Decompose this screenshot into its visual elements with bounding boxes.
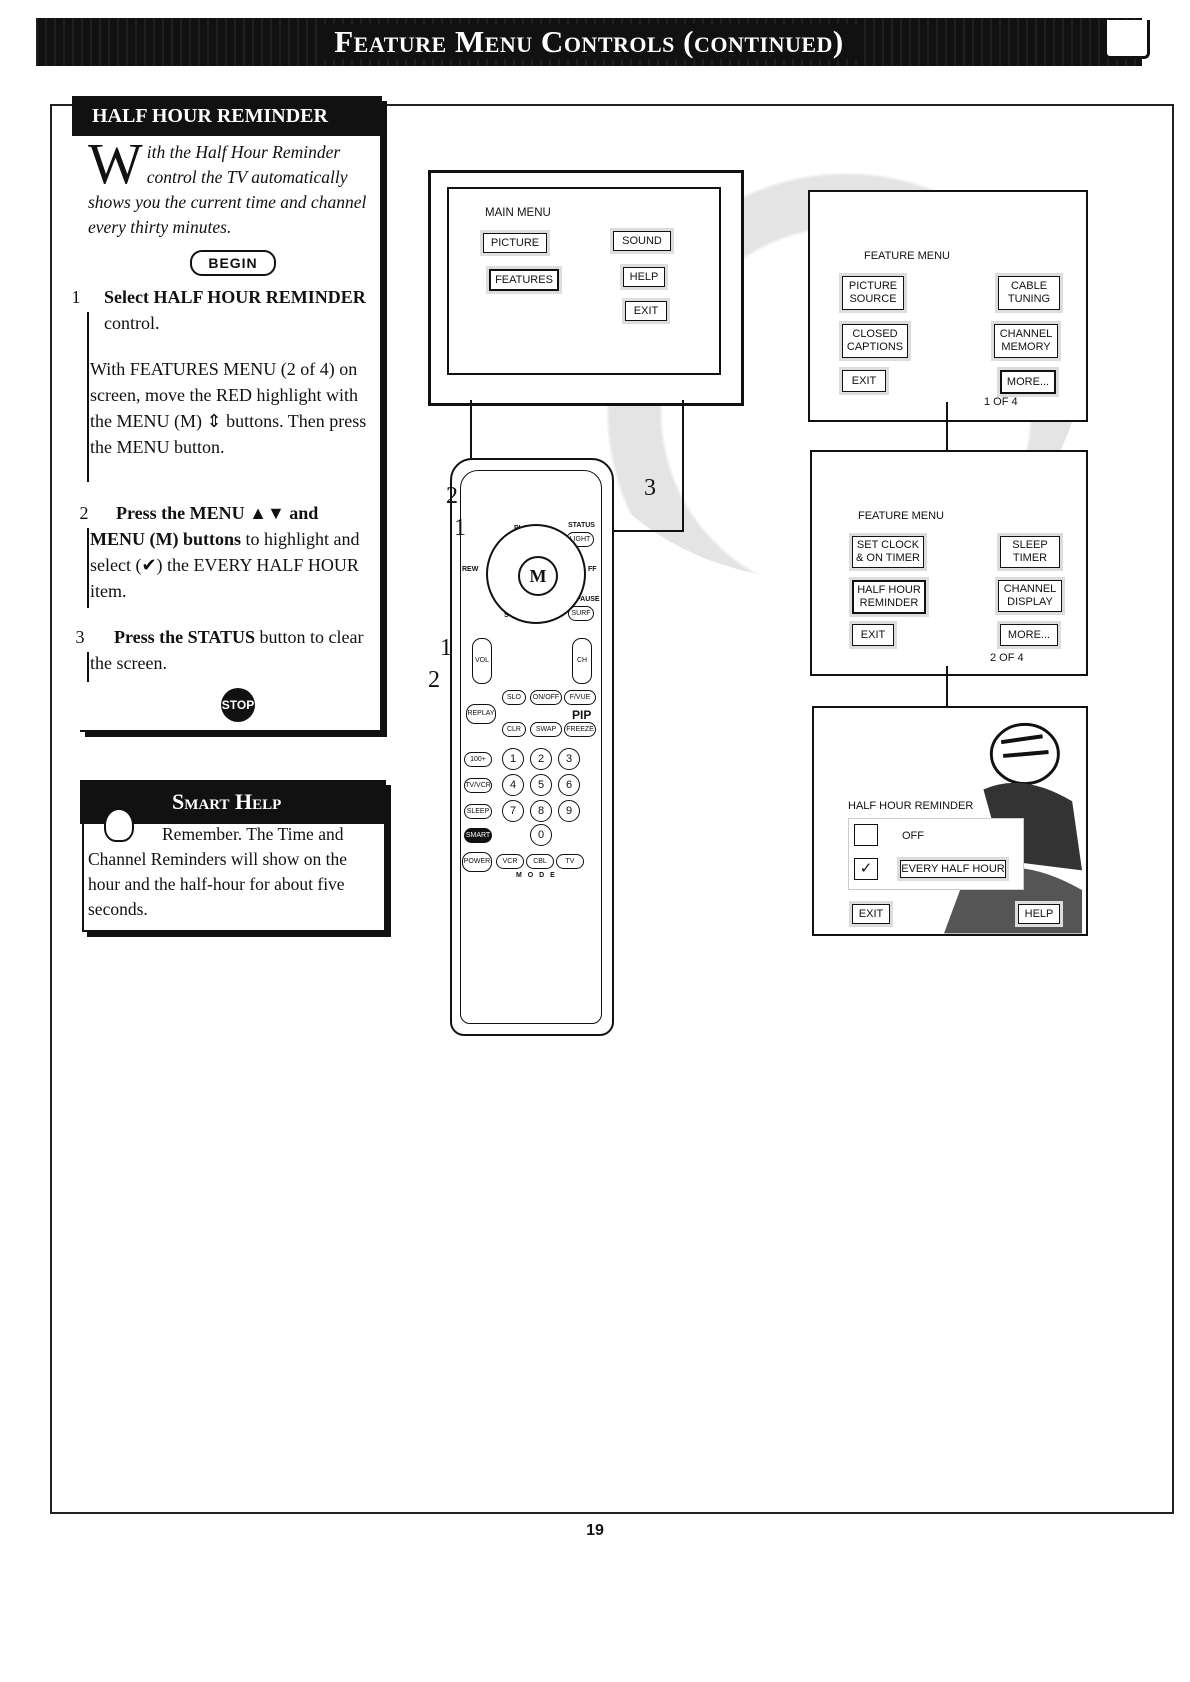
off-option[interactable]: OFF xyxy=(902,830,924,842)
corner-tab xyxy=(1104,20,1150,59)
freeze-button[interactable]: FREEZE xyxy=(564,722,596,737)
clr-button[interactable]: CLR xyxy=(502,722,526,737)
panel-3-exit-button[interactable]: EXIT xyxy=(852,904,890,924)
channel-display-button[interactable]: CHANNEL DISPLAY xyxy=(998,580,1062,612)
main-menu-title: MAIN MENU xyxy=(485,207,551,219)
digit-9-button[interactable]: 9 xyxy=(558,800,580,822)
closed-captions-button[interactable]: CLOSED CAPTIONS xyxy=(842,324,908,358)
panel-1-exit-button[interactable]: EXIT xyxy=(842,370,886,392)
smart-help-text: Remember. The Time and Channel Reminders… xyxy=(88,824,348,919)
mode-label: M O D E xyxy=(516,872,557,879)
rew-label: REW xyxy=(462,566,479,573)
menu-m-button[interactable]: M xyxy=(518,556,558,596)
half-hour-reminder-button[interactable]: HALF HOUR REMINDER xyxy=(852,580,926,614)
digit-8-button[interactable]: 8 xyxy=(530,800,552,822)
cable-tuning-button[interactable]: CABLE TUNING xyxy=(998,276,1060,310)
every-half-hour-option[interactable]: EVERY HALF HOUR xyxy=(900,860,1006,878)
half-hour-reminder-panel: HALF HOUR REMINDER OFF ✓ EVERY HALF HOUR… xyxy=(812,706,1088,936)
half-hour-reminder-title: HALF HOUR REMINDER xyxy=(72,96,382,136)
callout-3: 3 xyxy=(630,468,670,508)
panel-1-page-indicator: 1 OF 4 xyxy=(984,396,1018,408)
replay-button[interactable]: REPLAY xyxy=(466,704,496,724)
begin-badge: BEGIN xyxy=(190,250,276,276)
f-vue-button[interactable]: F/VUE xyxy=(564,690,596,705)
panel-2-title: FEATURE MENU xyxy=(858,510,944,522)
panel-1-title: FEATURE MENU xyxy=(864,250,950,262)
cbl-mode-button[interactable]: CBL xyxy=(526,854,554,869)
step-1-detail: With FEATURES MENU (2 of 4) on screen, m… xyxy=(90,359,367,457)
panel-2-exit-button[interactable]: EXIT xyxy=(852,624,894,646)
menu-picture-button[interactable]: PICTURE xyxy=(483,233,547,253)
digit-5-button[interactable]: 5 xyxy=(530,774,552,796)
sleep-button[interactable]: SLEEP xyxy=(464,804,492,819)
digit-0-button[interactable]: 0 xyxy=(530,824,552,846)
page-frame xyxy=(50,104,1174,1514)
panel-2-more-button[interactable]: MORE... xyxy=(1000,624,1058,646)
callout-2-top: 2 xyxy=(432,476,472,516)
tv-vcr-button[interactable]: TV/VCR xyxy=(464,778,492,793)
on-off-button[interactable]: ON/OFF xyxy=(530,690,562,705)
volume-button[interactable]: VOL xyxy=(472,638,492,684)
step-2: Press the MENU ▲▼ and MENU (M) buttons t… xyxy=(90,503,360,601)
100-plus-button[interactable]: 100+ xyxy=(464,752,492,767)
page-number: 19 xyxy=(586,1522,604,1539)
smart-help-title: Smart Help xyxy=(80,780,386,824)
callout-1-top: 1 xyxy=(440,508,480,548)
off-checkbox[interactable] xyxy=(854,824,878,846)
digit-4-button[interactable]: 4 xyxy=(502,774,524,796)
digit-1-button[interactable]: 1 xyxy=(502,748,524,770)
step-1: Select HALF HOUR REMINDER control. xyxy=(104,287,366,333)
direction-pad[interactable]: M xyxy=(486,524,586,624)
tv-mode-button[interactable]: TV xyxy=(556,854,584,869)
step-3: Press the STATUS button to clear the scr… xyxy=(90,627,364,673)
menu-help-button[interactable]: HELP xyxy=(623,267,665,287)
surf-button[interactable]: SURF xyxy=(568,606,594,621)
header-bar: Feature Menu Controls (continued) xyxy=(36,18,1142,66)
panel-3-title: HALF HOUR REMINDER xyxy=(848,800,974,812)
vcr-mode-button[interactable]: VCR xyxy=(496,854,524,869)
callout-1-bottom: 1 xyxy=(426,628,466,668)
step-2-rule xyxy=(87,528,89,608)
feature-menu-panel-2: FEATURE MENU SET CLOCK & ON TIMER SLEEP … xyxy=(810,450,1088,676)
half-hour-reminder-box xyxy=(80,96,382,732)
smart-button[interactable]: SMART xyxy=(464,828,492,843)
callout-2-bottom: 2 xyxy=(414,660,454,700)
stop-icon: STOP xyxy=(221,688,255,722)
drop-cap: W xyxy=(88,131,143,196)
every-half-hour-checkbox[interactable]: ✓ xyxy=(854,858,878,880)
channel-button[interactable]: CH xyxy=(572,638,592,684)
digit-3-button[interactable]: 3 xyxy=(558,748,580,770)
pip-label: PIP xyxy=(572,708,592,722)
step-2-icon: 2 xyxy=(66,502,102,524)
page-title: Feature Menu Controls (continued) xyxy=(36,18,1142,66)
step-3-rule xyxy=(87,652,89,682)
slo-button[interactable]: SLO xyxy=(502,690,526,705)
step-1-rule xyxy=(87,312,89,482)
status-label: STATUS xyxy=(568,522,595,529)
step-3-icon: 3 xyxy=(62,626,98,648)
digit-2-button[interactable]: 2 xyxy=(530,748,552,770)
swap-button[interactable]: SWAP xyxy=(530,722,562,737)
pause-label: PAUSE xyxy=(576,596,600,603)
tv-illustration: MAIN MENU PICTURE SOUND FEATURES HELP EX… xyxy=(428,170,744,406)
channel-memory-button[interactable]: CHANNEL MEMORY xyxy=(994,324,1058,358)
panel-3-help-button[interactable]: HELP xyxy=(1018,904,1060,924)
step-1-icon: 1 xyxy=(58,286,94,308)
digit-7-button[interactable]: 7 xyxy=(502,800,524,822)
lightbulb-icon xyxy=(104,808,134,842)
power-button[interactable]: POWER xyxy=(462,852,492,872)
menu-features-button[interactable]: FEATURES xyxy=(489,269,559,291)
ff-label: FF xyxy=(588,566,597,573)
menu-sound-button[interactable]: SOUND xyxy=(613,231,671,251)
feature-menu-panel-1: FEATURE MENU PICTURE SOURCE CABLE TUNING… xyxy=(808,190,1088,422)
menu-exit-button[interactable]: EXIT xyxy=(625,301,667,321)
panel-1-more-button[interactable]: MORE... xyxy=(1000,370,1056,394)
sleep-timer-button[interactable]: SLEEP TIMER xyxy=(1000,536,1060,568)
digit-6-button[interactable]: 6 xyxy=(558,774,580,796)
picture-source-button[interactable]: PICTURE SOURCE xyxy=(842,276,904,310)
tv-screen: MAIN MENU PICTURE SOUND FEATURES HELP EX… xyxy=(447,187,721,375)
panel-2-page-indicator: 2 OF 4 xyxy=(990,652,1024,664)
set-clock-button[interactable]: SET CLOCK & ON TIMER xyxy=(852,536,924,568)
